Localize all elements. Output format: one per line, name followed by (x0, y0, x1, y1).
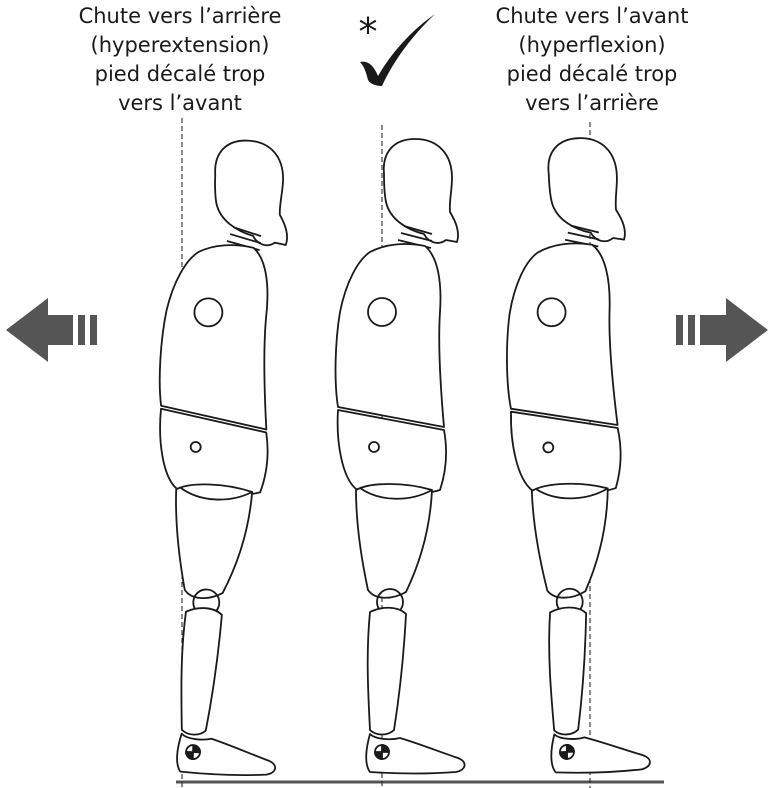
arrow-right-icon (676, 298, 768, 362)
left-dummy-figure (146, 138, 297, 777)
arrow-left-icon (6, 298, 97, 362)
center-dummy-figure (336, 139, 465, 774)
asterisk-text: * (359, 10, 378, 54)
right-dummy-figure (499, 136, 650, 775)
